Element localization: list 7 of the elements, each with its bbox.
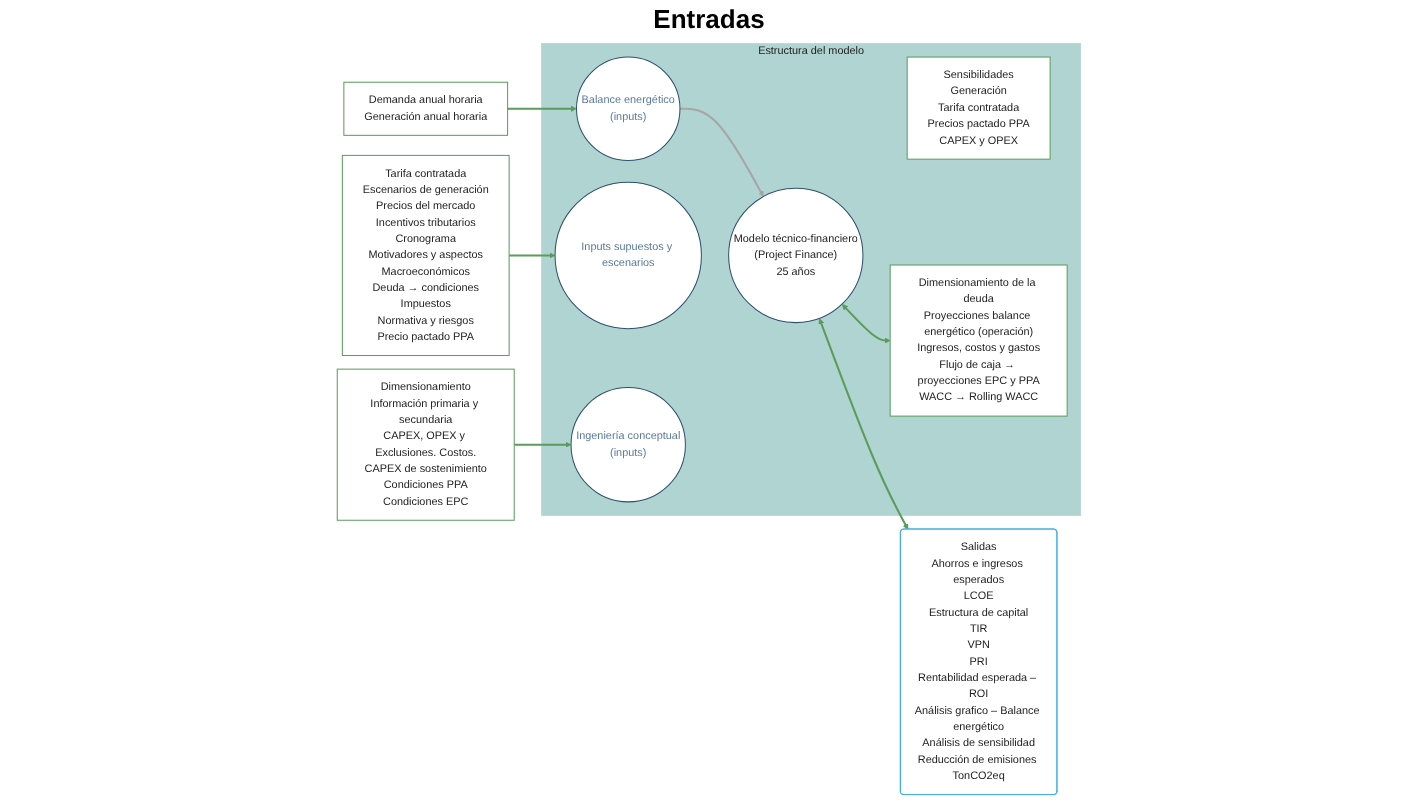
column-heading: Entradas bbox=[653, 4, 765, 34]
arrow bbox=[679, 107, 764, 197]
arrow bbox=[514, 441, 572, 448]
arrow bbox=[818, 318, 909, 530]
arrow bbox=[509, 252, 556, 259]
arrow bbox=[841, 304, 891, 344]
arrow bbox=[507, 105, 577, 112]
